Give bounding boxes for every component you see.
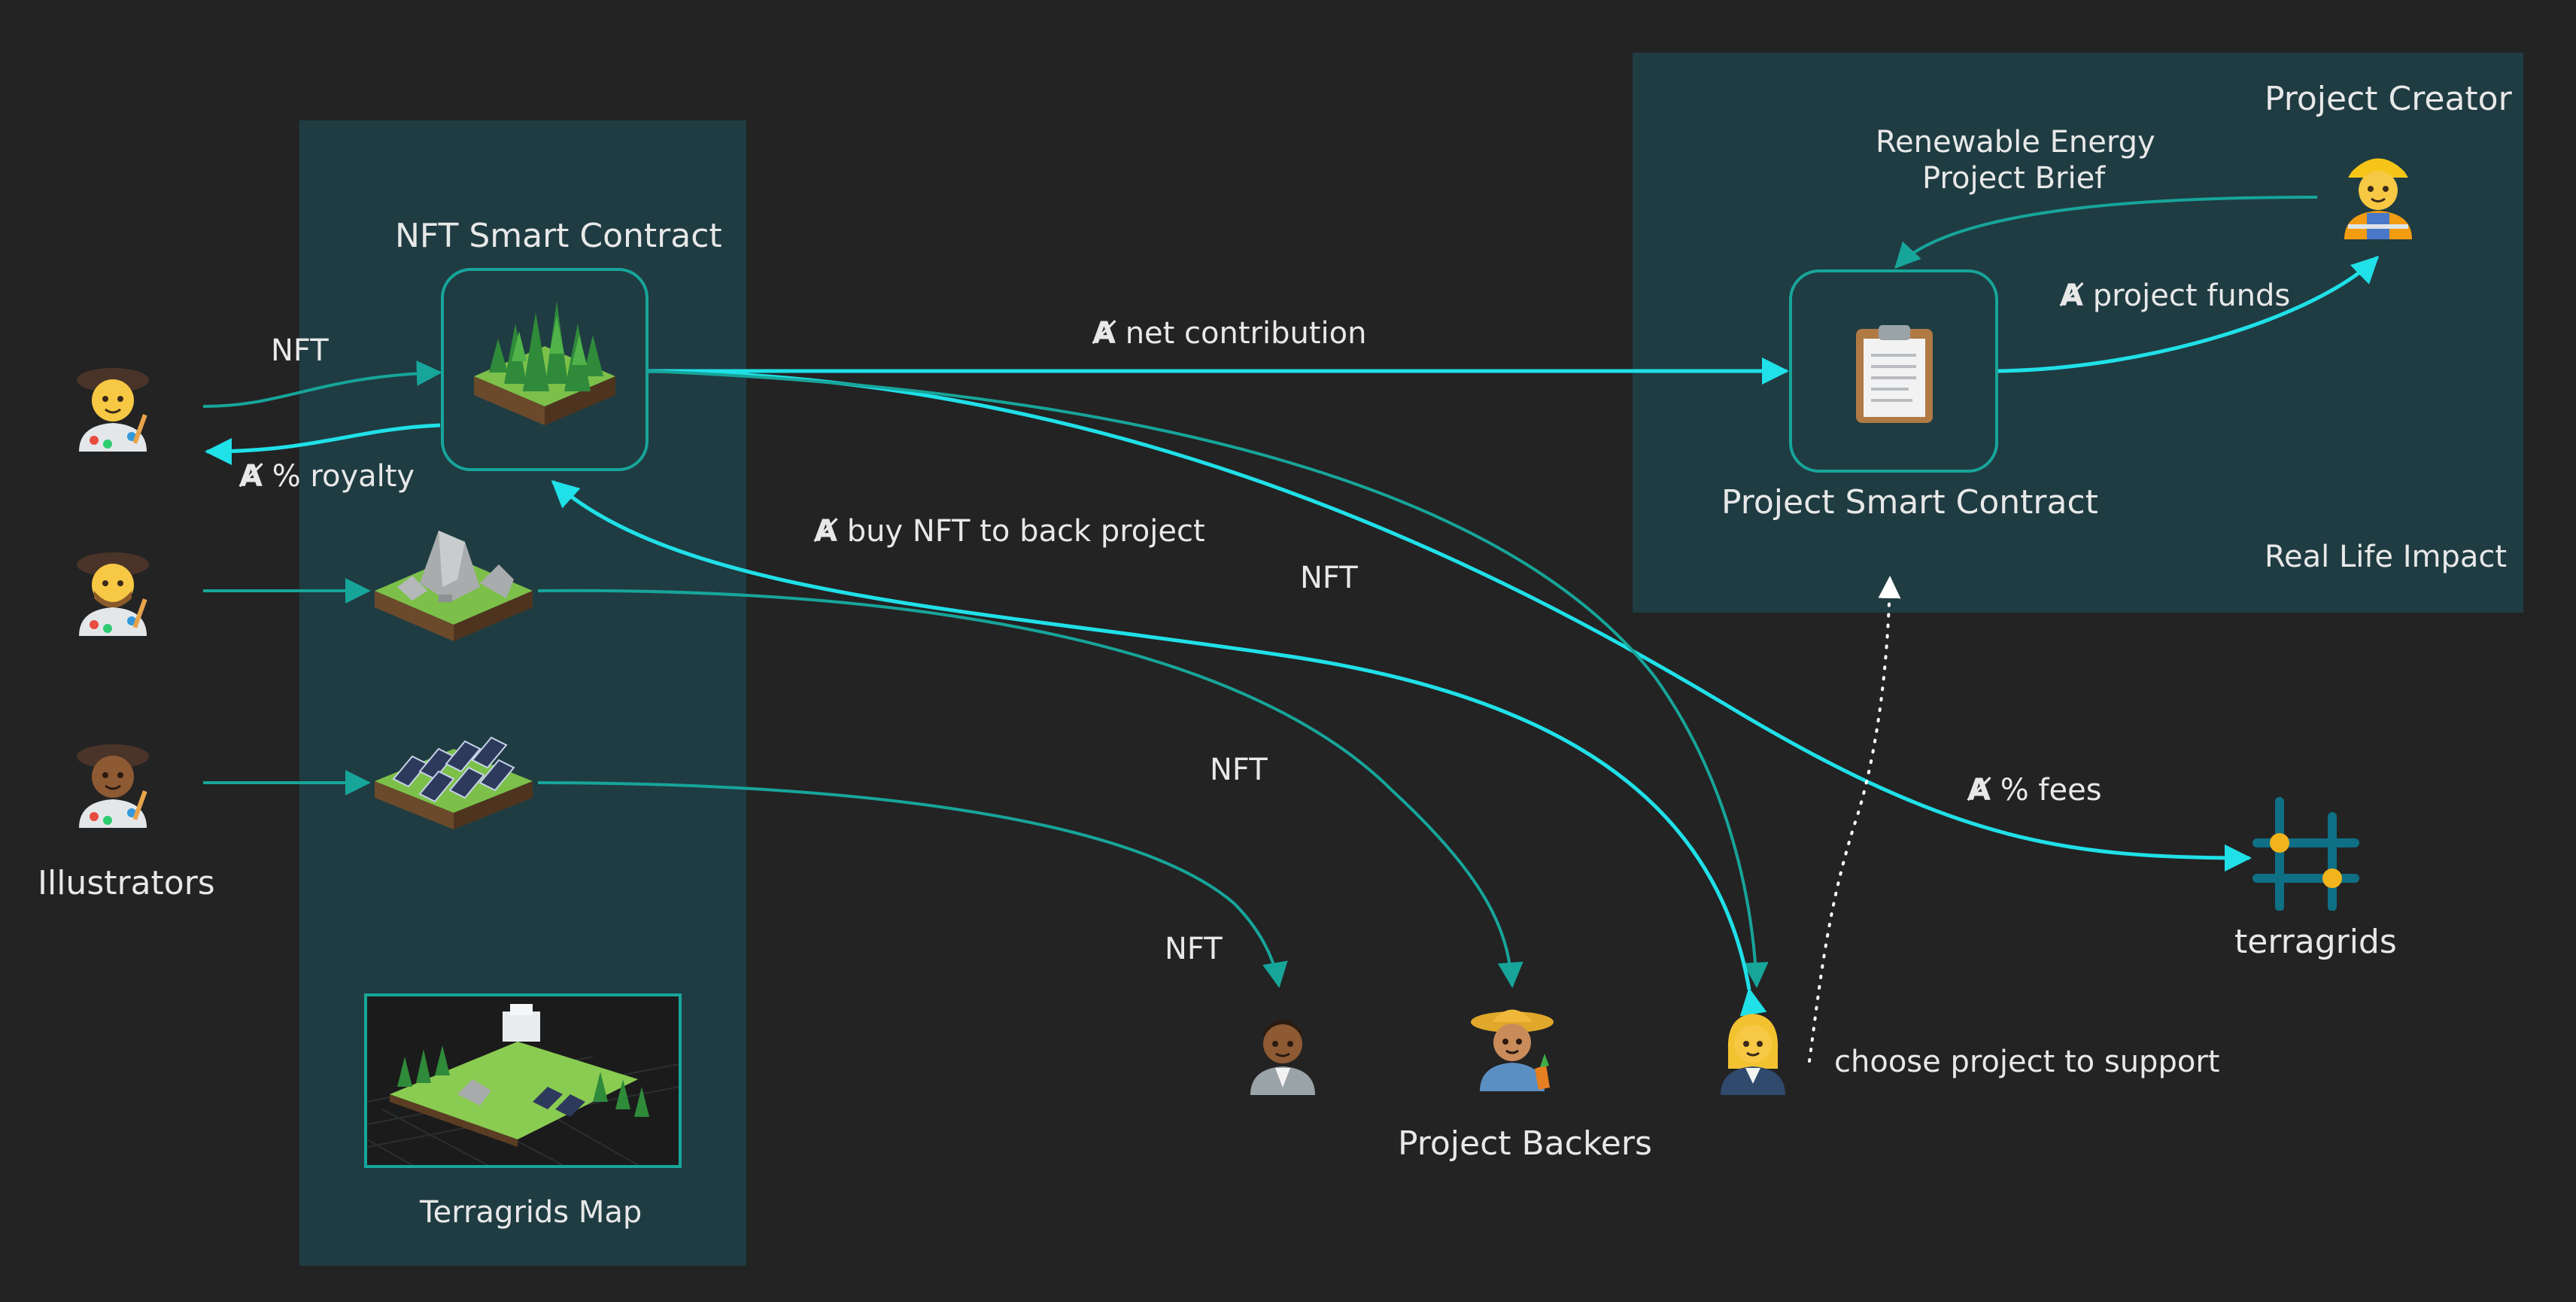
artist-icon: [77, 552, 149, 636]
edge-label-net-contribution: Ⱥ net contribution: [1092, 316, 1367, 351]
arrow-project-funds: [1997, 255, 2380, 373]
terragrids-map-icon: [366, 1004, 679, 1166]
terragrids-map-frame[interactable]: [364, 993, 682, 1168]
edge-label-nft-3: NFT: [1165, 932, 1223, 966]
choose-project-label: choose project to support: [1834, 1045, 2220, 1079]
terragrids-map-label: Terragrids Map: [420, 1195, 642, 1230]
arrow-nft-to-backer2: [537, 589, 1523, 988]
real-life-impact-label: Real Life Impact: [2265, 540, 2508, 574]
artist-icon: [77, 744, 149, 828]
algo-icon: Ⱥ: [1967, 773, 1991, 808]
arrow-royalty: [205, 423, 441, 465]
project-brief-line1: Renewable Energy: [1876, 125, 2155, 160]
algo-icon: Ⱥ: [1092, 316, 1116, 351]
project-smart-contract-box[interactable]: [1789, 269, 1998, 473]
terragrids-logo-icon: [2252, 797, 2359, 911]
businesswoman-icon: [1721, 1014, 1785, 1095]
project-brief-line2: Project Brief: [1922, 161, 2106, 196]
artist-icon: [77, 368, 149, 452]
arrow-illustrator1-to-contract: [202, 360, 442, 408]
edge-label-buy-nft: Ⱥ buy NFT to back project: [814, 514, 1205, 549]
forest-tile-icon: [474, 301, 615, 425]
project-creator-label: Project Creator: [2265, 80, 2512, 118]
construction-worker-icon: [2344, 158, 2412, 239]
project-smart-contract-label: Project Smart Contract: [1721, 483, 2098, 522]
arrow-buy-nft: [551, 479, 1767, 1017]
arrow-choose-project: [1808, 576, 1901, 1063]
project-backers-label: Project Backers: [1398, 1124, 1652, 1163]
clipboard-icon: [1856, 325, 1933, 423]
nft-smart-contract-label: NFT Smart Contract: [395, 217, 722, 255]
farmer-icon: [1471, 1009, 1554, 1091]
rocks-tile-icon: [375, 531, 533, 641]
edge-label-nft-2: NFT: [1210, 753, 1268, 787]
rocks-tile[interactable]: [367, 512, 540, 670]
arrow-project-brief: [1894, 196, 2318, 269]
edge-label-fees: Ⱥ % fees: [1967, 773, 2102, 808]
edge-label-project-funds: Ⱥ project funds: [2060, 278, 2291, 313]
edge-label-nft-1: NFT: [1300, 561, 1358, 595]
edge-label-nft-to-contract: NFT: [271, 333, 329, 368]
arrow-nft-to-backer1: [537, 781, 1288, 988]
real-life-impact-panel: [1633, 53, 2523, 613]
algo-icon: Ⱥ: [239, 459, 263, 494]
illustrators-label: Illustrators: [38, 864, 215, 902]
edge-label-royalty: Ⱥ % royalty: [239, 459, 415, 494]
terragrids-label: terragrids: [2234, 923, 2397, 961]
solar-tile-icon: [375, 736, 533, 829]
person-icon: [1250, 1020, 1315, 1095]
nft-smart-contract-box[interactable]: [441, 268, 649, 471]
algo-icon: Ⱥ: [2060, 278, 2083, 313]
algo-icon: Ⱥ: [814, 514, 837, 549]
solar-tile[interactable]: [367, 707, 540, 858]
